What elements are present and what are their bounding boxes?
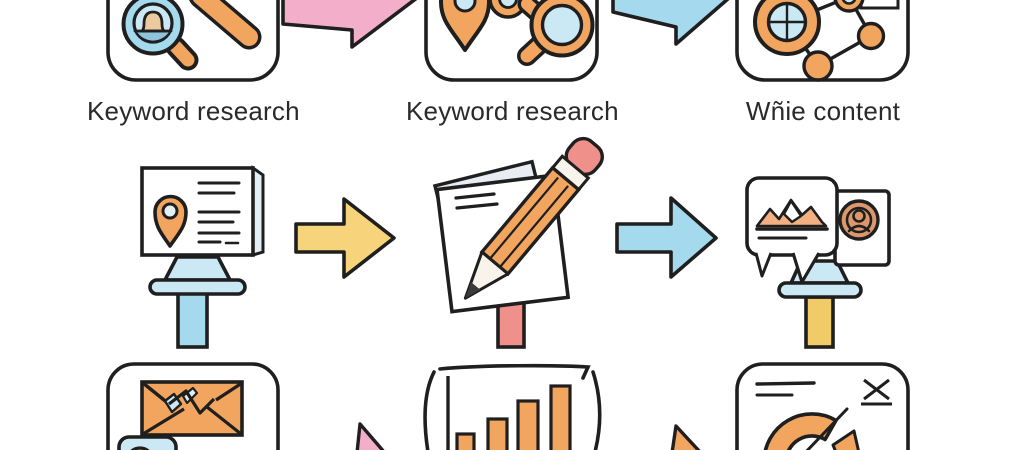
pen-icon bbox=[189, 0, 262, 50]
avatar-chip-icon bbox=[117, 435, 178, 450]
monitor-stand bbox=[163, 255, 232, 282]
search-magnifier-icon bbox=[121, 0, 199, 71]
map-pin-magnifier-icon bbox=[439, 0, 595, 66]
envelope-crack bbox=[168, 389, 216, 415]
text-lines bbox=[197, 181, 241, 245]
bar-chart-icon bbox=[423, 363, 602, 450]
sketch-frame-right bbox=[591, 370, 602, 450]
avatar-icon bbox=[838, 199, 880, 241]
node-bottom bbox=[802, 50, 834, 82]
map-pin-icon bbox=[439, 0, 491, 52]
bell-icon bbox=[138, 10, 168, 33]
flow-arrow-1 bbox=[281, 0, 418, 49]
flow-arrow-2 bbox=[611, 0, 730, 46]
pie-needle bbox=[805, 407, 849, 450]
pie-chart-report-icon bbox=[755, 378, 892, 450]
flow-arrow-4 bbox=[615, 196, 718, 279]
step-label-keyword-research-2: Keyword research bbox=[406, 96, 619, 126]
flow-arrow-3 bbox=[294, 197, 396, 279]
step-label-keyword-research-1: Keyword research bbox=[87, 96, 300, 126]
sketch-frame-left bbox=[423, 370, 436, 450]
signpost-monitor-map-pin-icon bbox=[140, 165, 265, 349]
bubble-tail-small bbox=[754, 252, 773, 278]
compass-node-icon bbox=[753, 0, 821, 56]
magnifier-pen-icon bbox=[121, 0, 262, 71]
bubble-tail bbox=[791, 252, 821, 284]
envelope-avatar-icon bbox=[117, 380, 244, 450]
node-top bbox=[833, 0, 865, 13]
lens-shading bbox=[136, 31, 170, 41]
stand-base bbox=[777, 281, 863, 299]
map-pin-icon bbox=[153, 194, 188, 248]
step-label-write-content: Wñie content bbox=[745, 96, 901, 126]
papers-pencil-icon bbox=[432, 136, 604, 349]
line-chart-icon bbox=[755, 198, 829, 240]
stand-base bbox=[148, 278, 247, 296]
text-lines bbox=[755, 381, 816, 397]
envelope-icon bbox=[140, 380, 244, 437]
signpost-chart-bubble-avatar-icon bbox=[745, 176, 891, 349]
bar-2 bbox=[486, 417, 509, 450]
pencil-icon bbox=[463, 136, 604, 300]
signpost-pole bbox=[804, 295, 835, 349]
sketch-frame-top bbox=[438, 363, 591, 380]
pie-slice bbox=[831, 429, 860, 450]
magnifier-chain-icon bbox=[488, 0, 595, 66]
pie-chart-icon bbox=[763, 407, 860, 450]
close-x-icon bbox=[861, 378, 892, 406]
bar-3 bbox=[516, 399, 540, 450]
bar-1 bbox=[455, 432, 476, 450]
pencil-graphite bbox=[465, 282, 481, 299]
bar-4 bbox=[549, 384, 572, 450]
flow-arrow-5 bbox=[355, 422, 385, 450]
signpost-pole bbox=[176, 290, 209, 349]
node-top-center bbox=[841, 0, 857, 5]
node-right bbox=[856, 21, 886, 51]
network-nodes-icon bbox=[753, 0, 900, 82]
speech-bubble-icon bbox=[745, 176, 839, 284]
page-node bbox=[859, 0, 900, 10]
signpost-pole bbox=[496, 298, 526, 349]
flow-arrow-6 bbox=[670, 424, 701, 450]
